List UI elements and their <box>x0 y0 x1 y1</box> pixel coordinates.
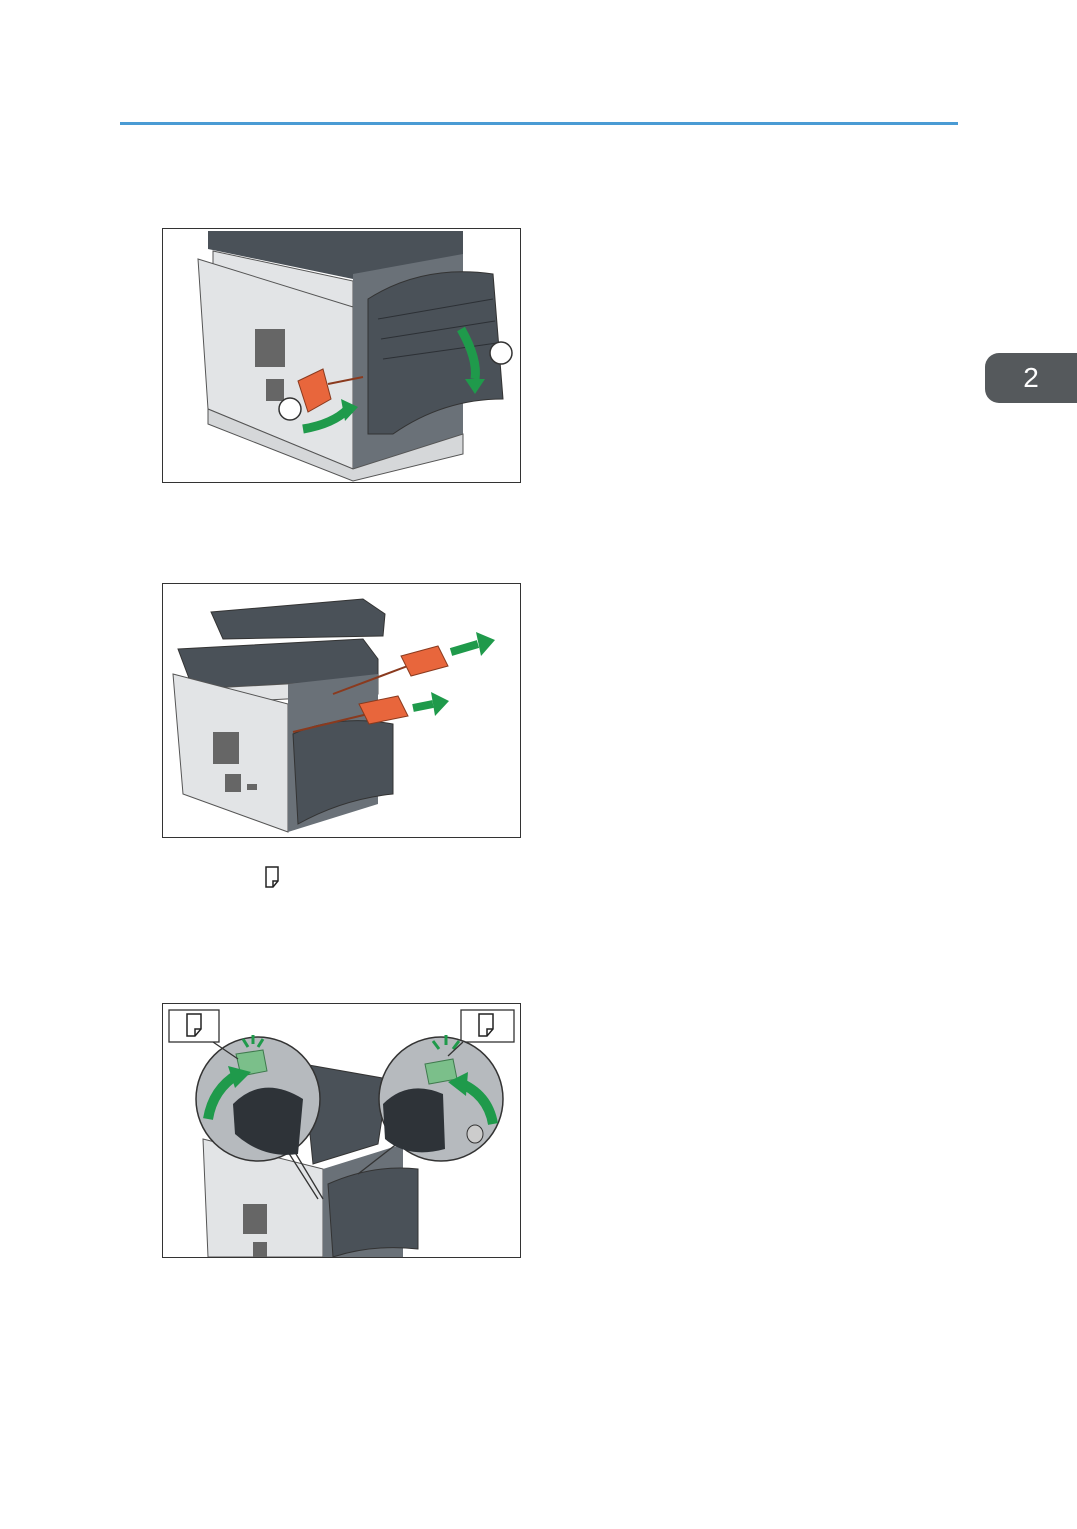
lever-orange <box>297 368 332 413</box>
printer-rear-cover-illustration <box>197 231 513 482</box>
paper-portrait-icon <box>265 866 279 888</box>
arrow-2 <box>457 326 480 380</box>
callout-1 <box>278 397 302 421</box>
header-rule <box>120 122 958 125</box>
chapter-tab[interactable]: 2 <box>985 353 1077 403</box>
paper-portrait-icon <box>186 1013 202 1037</box>
callout-2 <box>489 341 513 365</box>
printer-levers-illustration <box>172 598 495 833</box>
paper-portrait-icon <box>478 1013 494 1037</box>
printer-levers-closeup-illustration <box>168 1009 515 1257</box>
push-levers-back-figure <box>162 1003 521 1258</box>
pull-levers-figure <box>162 583 521 838</box>
open-rear-cover-figure <box>162 228 521 483</box>
